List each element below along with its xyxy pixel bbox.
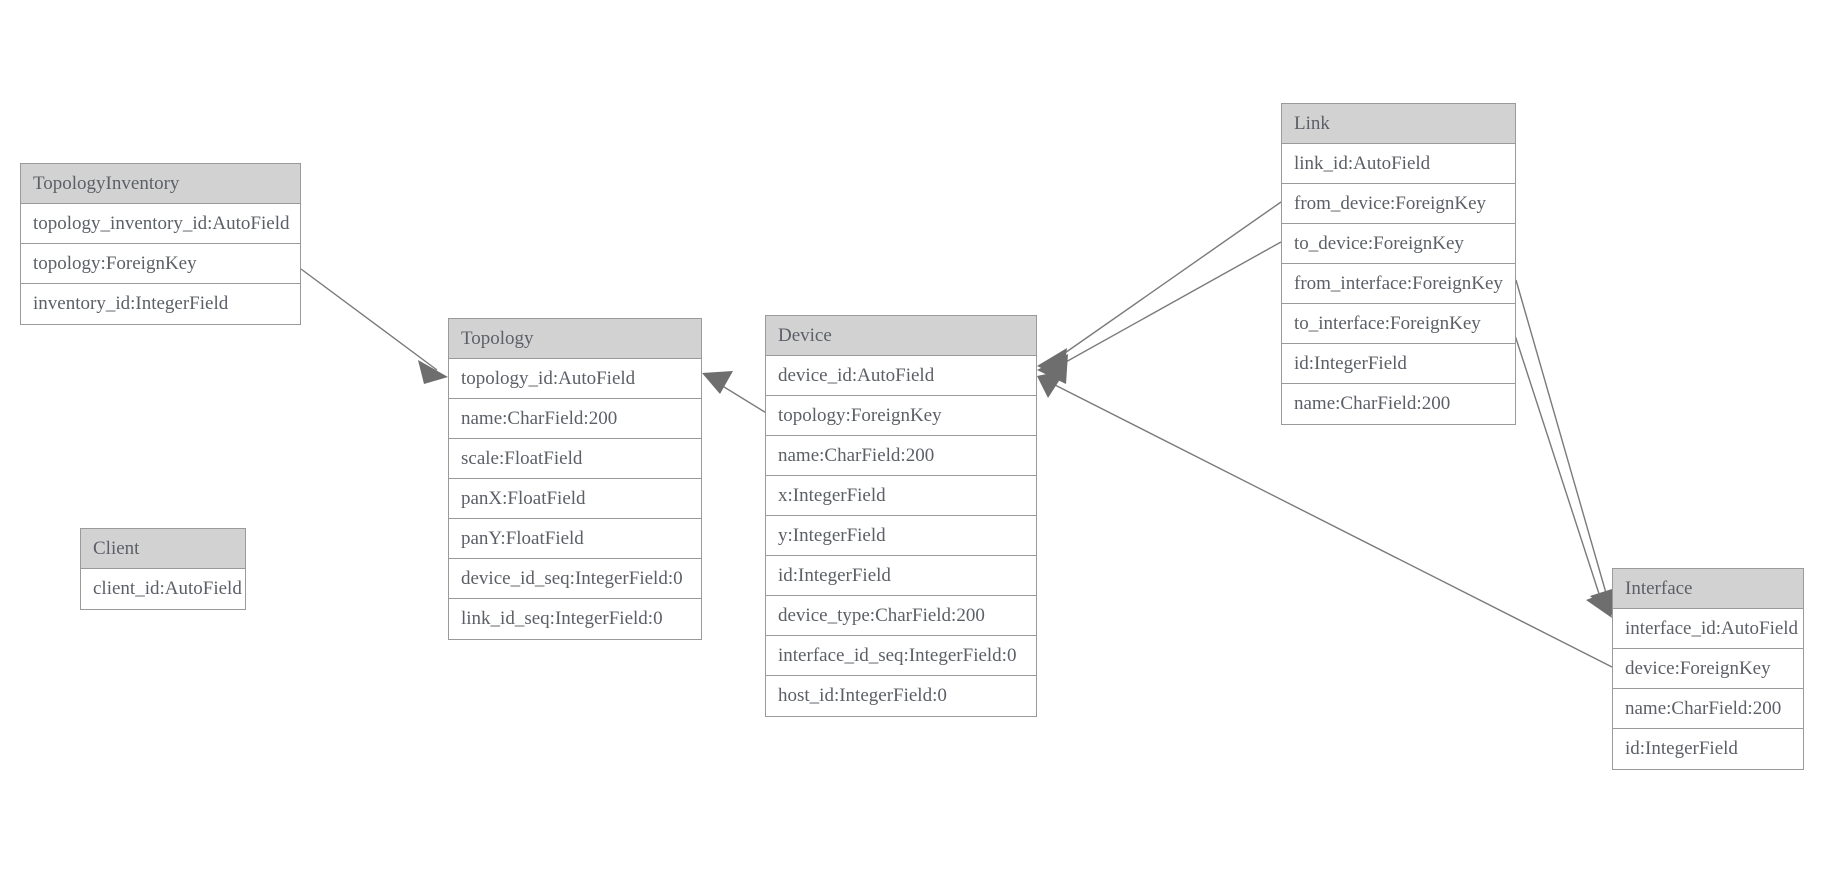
entity-topologyinventory[interactable]: TopologyInventory topology_inventory_id:… bbox=[20, 163, 301, 325]
field-row: device_type:CharField:200 bbox=[766, 596, 1036, 636]
field-row: id:IntegerField bbox=[1282, 344, 1515, 384]
field-row: link_id:AutoField bbox=[1282, 144, 1515, 184]
field-row: device_id_seq:IntegerField:0 bbox=[449, 559, 701, 599]
field-row: to_device:ForeignKey bbox=[1282, 224, 1515, 264]
relationship-topologyinventory-topology bbox=[300, 268, 448, 384]
field-row: inventory_id:IntegerField bbox=[21, 284, 300, 324]
entity-interface[interactable]: Interface interface_id:AutoField device:… bbox=[1612, 568, 1804, 770]
field-row: interface_id:AutoField bbox=[1613, 609, 1803, 649]
field-row: y:IntegerField bbox=[766, 516, 1036, 556]
entity-title-client: Client bbox=[81, 529, 245, 569]
relationship-link-from-interface bbox=[1515, 279, 1614, 617]
field-row: from_interface:ForeignKey bbox=[1282, 264, 1515, 304]
field-row: device_id:AutoField bbox=[766, 356, 1036, 396]
entity-title-interface: Interface bbox=[1613, 569, 1803, 609]
field-row: name:CharField:200 bbox=[766, 436, 1036, 476]
field-row: panX:FloatField bbox=[449, 479, 701, 519]
relationship-link-to-device bbox=[1037, 241, 1282, 384]
field-row: topology:ForeignKey bbox=[21, 244, 300, 284]
field-row: link_id_seq:IntegerField:0 bbox=[449, 599, 701, 639]
relationship-link-to-interface bbox=[1509, 319, 1612, 618]
field-row: id:IntegerField bbox=[1613, 729, 1803, 769]
field-row: x:IntegerField bbox=[766, 476, 1036, 516]
entity-client[interactable]: Client client_id:AutoField bbox=[80, 528, 246, 610]
field-row: client_id:AutoField bbox=[81, 569, 245, 609]
field-row: id:IntegerField bbox=[766, 556, 1036, 596]
entity-device[interactable]: Device device_id:AutoField topology:Fore… bbox=[765, 315, 1037, 717]
relationship-link-from-device bbox=[1037, 201, 1282, 378]
field-row: topology_id:AutoField bbox=[449, 359, 701, 399]
relationship-device-topology bbox=[702, 371, 769, 415]
field-row: scale:FloatField bbox=[449, 439, 701, 479]
field-row: name:CharField:200 bbox=[449, 399, 701, 439]
entity-topology[interactable]: Topology topology_id:AutoField name:Char… bbox=[448, 318, 702, 640]
field-row: device:ForeignKey bbox=[1613, 649, 1803, 689]
field-row: to_interface:ForeignKey bbox=[1282, 304, 1515, 344]
field-row: panY:FloatField bbox=[449, 519, 701, 559]
field-row: from_device:ForeignKey bbox=[1282, 184, 1515, 224]
field-row: topology_inventory_id:AutoField bbox=[21, 204, 300, 244]
field-row: topology:ForeignKey bbox=[766, 396, 1036, 436]
field-row: interface_id_seq:IntegerField:0 bbox=[766, 636, 1036, 676]
field-row: name:CharField:200 bbox=[1282, 384, 1515, 424]
entity-title-topology: Topology bbox=[449, 319, 701, 359]
field-row: name:CharField:200 bbox=[1613, 689, 1803, 729]
field-row: host_id:IntegerField:0 bbox=[766, 676, 1036, 716]
entity-title-topologyinventory: TopologyInventory bbox=[21, 164, 300, 204]
entity-link[interactable]: Link link_id:AutoField from_device:Forei… bbox=[1281, 103, 1516, 425]
entity-title-link: Link bbox=[1282, 104, 1515, 144]
entity-title-device: Device bbox=[766, 316, 1036, 356]
